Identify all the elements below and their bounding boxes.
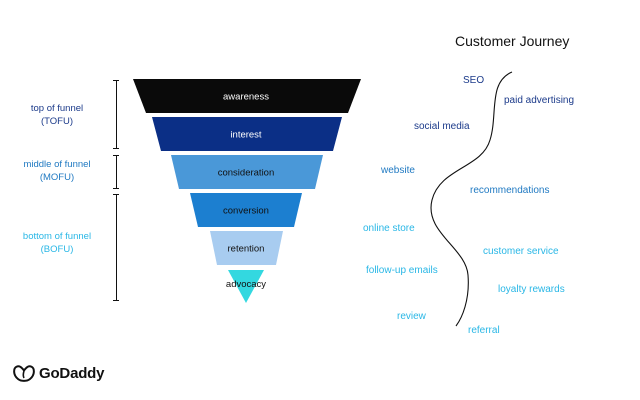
godaddy-logo: GoDaddy bbox=[12, 364, 104, 382]
funnel-level-label: conversion bbox=[223, 206, 269, 217]
journey-touchpoint: customer service bbox=[483, 246, 559, 257]
stage-label-tofu-line2: (TOFU) bbox=[40, 116, 73, 127]
stage-label-tofu: top of funnel (TOFU) bbox=[2, 102, 112, 128]
stage-label-mofu: middle of funnel (MOFU) bbox=[2, 158, 112, 184]
stage-label-mofu-line2: (MOFU) bbox=[39, 172, 75, 183]
stage-label-bofu-line1: bottom of funnel bbox=[22, 231, 92, 242]
stage-label-mofu-line1: middle of funnel bbox=[23, 159, 91, 170]
journey-touchpoint: social media bbox=[414, 121, 470, 132]
journey-touchpoint: referral bbox=[468, 325, 500, 336]
funnel-level-label: consideration bbox=[218, 168, 275, 179]
funnel-level-retention bbox=[210, 231, 283, 265]
funnel-level-advocacy bbox=[228, 270, 264, 303]
journey-touchpoint: review bbox=[397, 311, 426, 322]
journey-path bbox=[430, 71, 513, 327]
journey-touchpoint: paid advertising bbox=[504, 95, 575, 106]
funnel-level-label: retention bbox=[228, 244, 265, 255]
funnel-level-label: advocacy bbox=[226, 279, 266, 290]
funnel-level-label: interest bbox=[230, 130, 262, 141]
funnel-level-label: awareness bbox=[223, 92, 269, 103]
godaddy-logo-icon bbox=[13, 365, 35, 382]
funnel-level-awareness bbox=[133, 79, 361, 113]
stage-label-bofu-line2: (BOFU) bbox=[40, 244, 74, 255]
godaddy-logo-text: GoDaddy bbox=[39, 364, 105, 382]
stage-label-tofu-line1: top of funnel bbox=[30, 103, 84, 114]
funnel-level-consideration bbox=[171, 155, 323, 189]
journey-touchpoint: follow-up emails bbox=[366, 265, 438, 276]
journey-touchpoint: SEO bbox=[463, 75, 485, 86]
diagram-title: Customer Journey bbox=[455, 33, 570, 49]
funnel-level-conversion bbox=[190, 193, 302, 227]
journey-touchpoint: online store bbox=[363, 223, 415, 234]
funnel-level-interest bbox=[152, 117, 342, 151]
journey-touchpoint: website bbox=[381, 165, 415, 176]
journey-touchpoint: recommendations bbox=[470, 185, 550, 196]
journey-touchpoint: loyalty rewards bbox=[498, 284, 565, 295]
stage-label-bofu: bottom of funnel (BOFU) bbox=[2, 230, 112, 256]
